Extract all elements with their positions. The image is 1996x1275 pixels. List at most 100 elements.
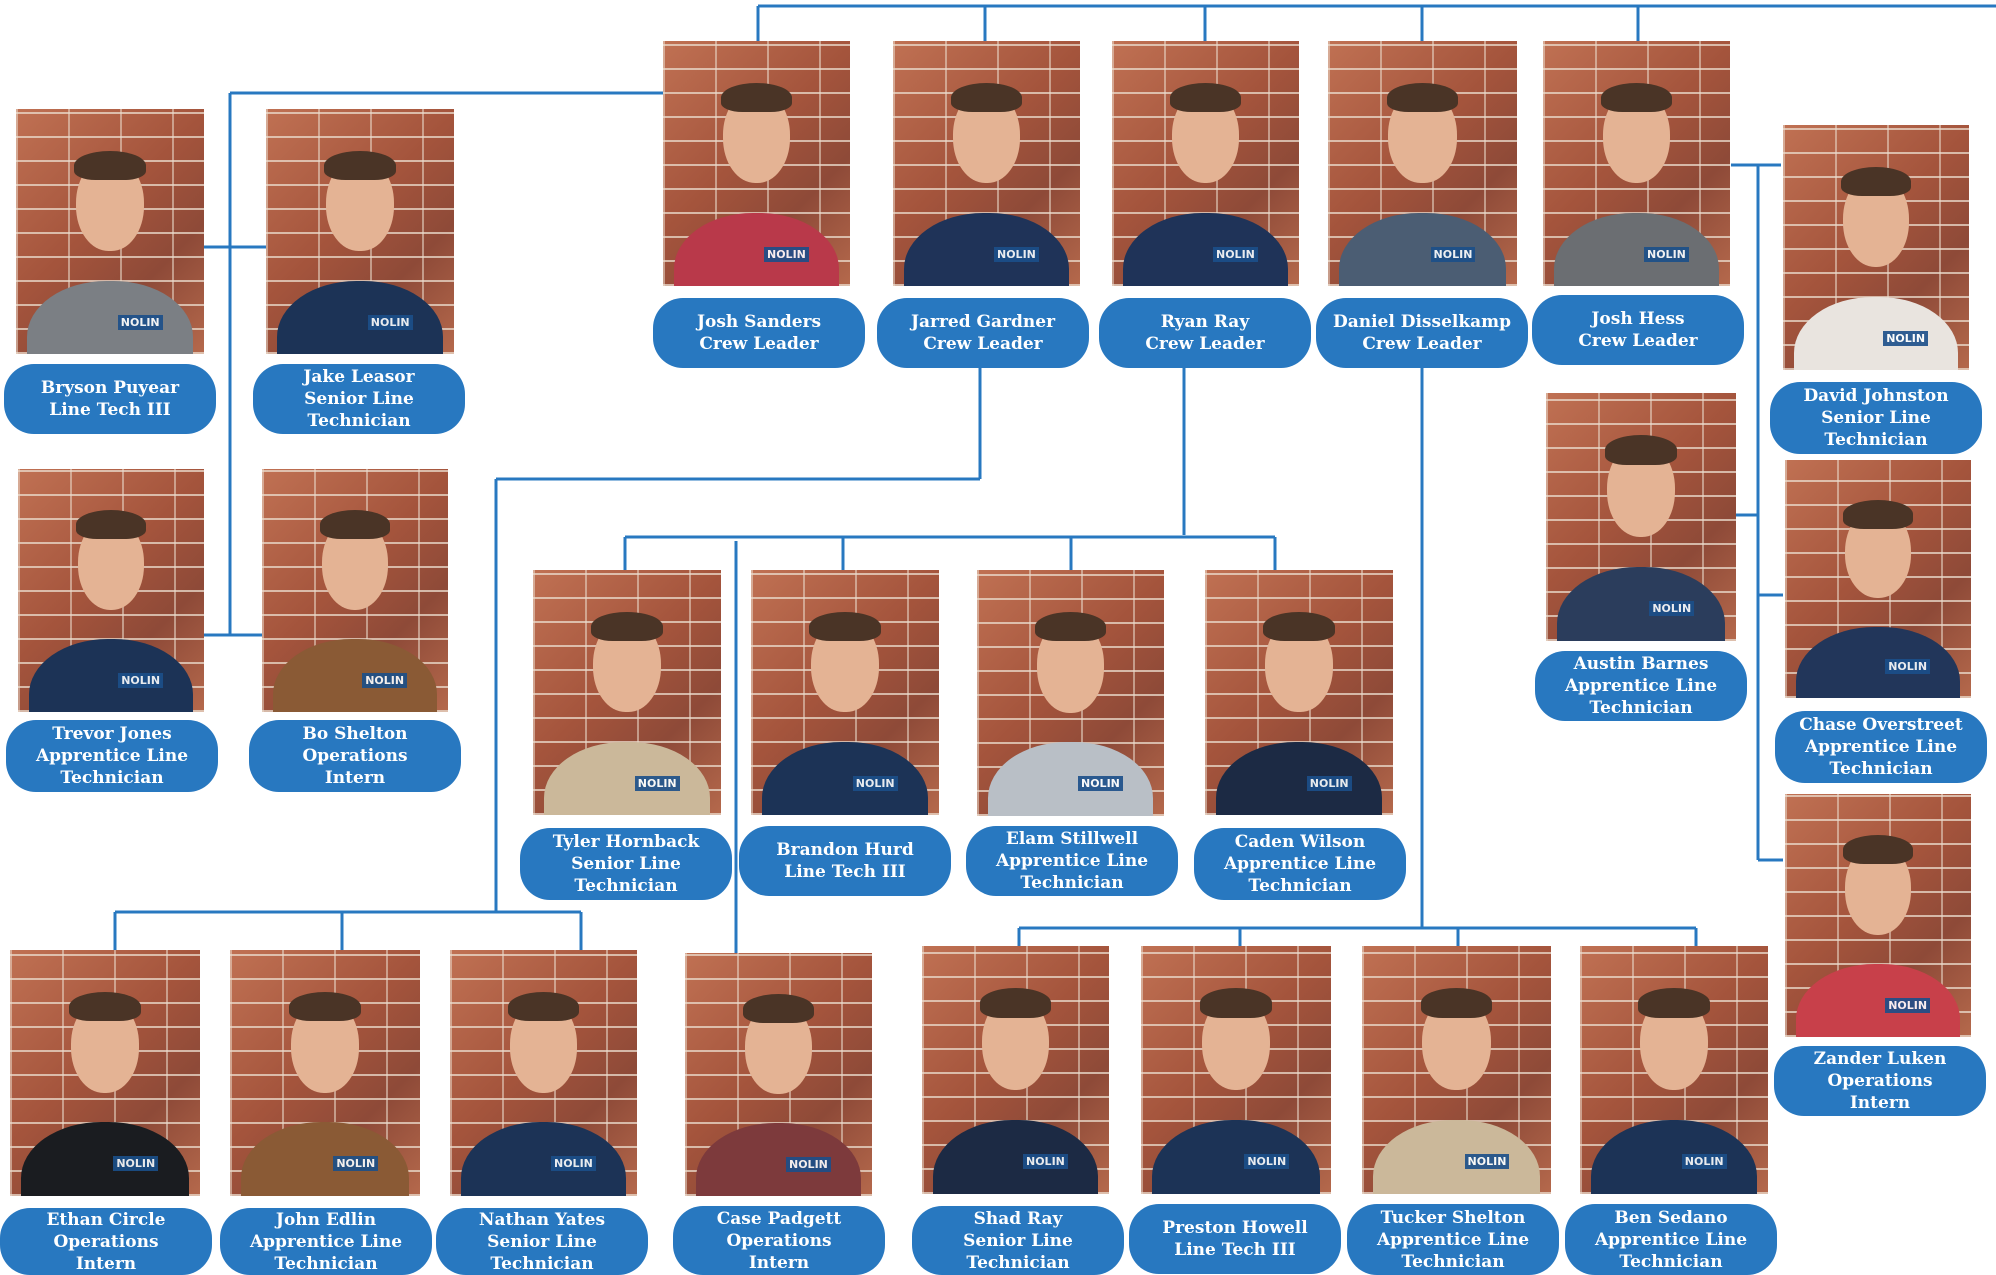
person-title-line: Apprentice Line (1564, 676, 1718, 696)
person-title-line: Operations (726, 1230, 832, 1251)
portrait-shirt (1216, 741, 1382, 815)
portrait-hair (1169, 82, 1242, 113)
portrait-shirt (904, 212, 1069, 286)
person-name: Josh Hess (1591, 309, 1685, 329)
person-title-line: Apprentice Line (1376, 1229, 1530, 1250)
portrait-photo: NOLIN (663, 41, 850, 286)
person-title-line: Senior Line (487, 1231, 597, 1252)
person-title-line: Technician (574, 876, 678, 896)
portrait-hair (324, 150, 396, 181)
person-title-line: Technician (490, 1253, 594, 1274)
portrait-shirt (544, 741, 710, 815)
portrait-shirt (933, 1119, 1098, 1194)
person-name: Caden Wilson (1234, 832, 1366, 852)
person-name: Jarred Gardner (910, 312, 1056, 332)
portrait-shirt (1796, 964, 1960, 1037)
person-title-line: Technician (966, 1252, 1070, 1273)
person-name: Chase Overstreet (1799, 715, 1963, 735)
person-title-line: Senior Line (1821, 408, 1931, 428)
person-name: Brandon Hurd (776, 840, 914, 860)
person-title-line: Technician (1401, 1251, 1505, 1272)
portrait-photo: NOLIN (16, 109, 204, 354)
portrait-shirt (21, 1122, 189, 1196)
portrait-hair (75, 510, 147, 540)
person-title-line: Intern (748, 1252, 810, 1273)
person-title-line: Technician (1020, 873, 1124, 893)
portrait-hair (1034, 611, 1107, 642)
person-title-line: Operations (53, 1231, 159, 1252)
portrait-shirt (1796, 626, 1960, 698)
person-title-line: Crew Leader (1578, 331, 1698, 351)
person-title-line: Technician (1824, 430, 1928, 450)
portrait-photo: NOLIN (262, 469, 448, 712)
person-name: Jake Leasor (303, 367, 415, 387)
company-logo: NOLIN (1213, 246, 1258, 262)
portrait-hair (591, 611, 663, 642)
company-logo: NOLIN (367, 314, 413, 330)
person-title-line: Line Tech III (784, 862, 906, 882)
person-name: Preston Howell (1162, 1218, 1308, 1238)
company-logo: NOLIN (1464, 1154, 1510, 1170)
person-name: Bryson Puyear (40, 378, 180, 398)
portrait-photo: NOLIN (893, 41, 1080, 286)
portrait-photo: NOLIN (1785, 794, 1971, 1037)
company-logo: NOLIN (634, 775, 680, 791)
portrait-hair (1840, 166, 1912, 197)
person-name: Bo Shelton (302, 724, 408, 744)
company-logo: NOLIN (551, 1156, 596, 1172)
person-name: Tyler Hornback (552, 832, 700, 852)
person-title-line: Technician (307, 411, 411, 431)
portrait-photo: NOLIN (1205, 570, 1393, 815)
portrait-shirt (461, 1122, 626, 1196)
person-title-line: Technician (1589, 698, 1693, 718)
company-logo: NOLIN (1885, 997, 1931, 1013)
person-title-line: Apprentice Line (1804, 737, 1958, 757)
person-name: Trevor Jones (52, 724, 172, 744)
person-name: Tucker Shelton (1380, 1207, 1526, 1228)
portrait-shirt (1373, 1119, 1540, 1194)
portrait-shirt (1554, 212, 1719, 286)
portrait-photo: NOLIN (1785, 460, 1971, 698)
person-title-line: Apprentice Line (1594, 1229, 1748, 1250)
portrait-shirt (696, 1123, 861, 1196)
portrait-photo: NOLIN (1141, 946, 1331, 1194)
portrait-photo: NOLIN (18, 469, 204, 712)
person-title-line: Crew Leader (699, 334, 819, 354)
company-logo: NOLIN (994, 246, 1039, 262)
company-logo: NOLIN (1644, 246, 1689, 262)
company-logo: NOLIN (1883, 330, 1929, 346)
portrait-hair (1199, 988, 1273, 1018)
portrait-photo: NOLIN (1783, 125, 1969, 370)
portrait-hair (1386, 82, 1459, 113)
person-title-line: Technician (1248, 876, 1352, 896)
person-name: Elam Stillwell (1005, 829, 1139, 849)
portrait-shirt (1152, 1119, 1320, 1194)
portrait-hair (1638, 988, 1710, 1018)
portrait-shirt (674, 212, 839, 286)
portrait-photo: NOLIN (1543, 41, 1730, 286)
portrait-photo: NOLIN (266, 109, 454, 354)
company-logo: NOLIN (852, 775, 898, 791)
portrait-hair (720, 82, 793, 113)
portrait-hair (979, 988, 1052, 1018)
portrait-photo: NOLIN (10, 950, 200, 1196)
person-title-line: Operations (302, 746, 408, 766)
person-name: Shad Ray (973, 1208, 1063, 1229)
portrait-shirt (1794, 296, 1958, 370)
portrait-shirt (273, 639, 437, 712)
